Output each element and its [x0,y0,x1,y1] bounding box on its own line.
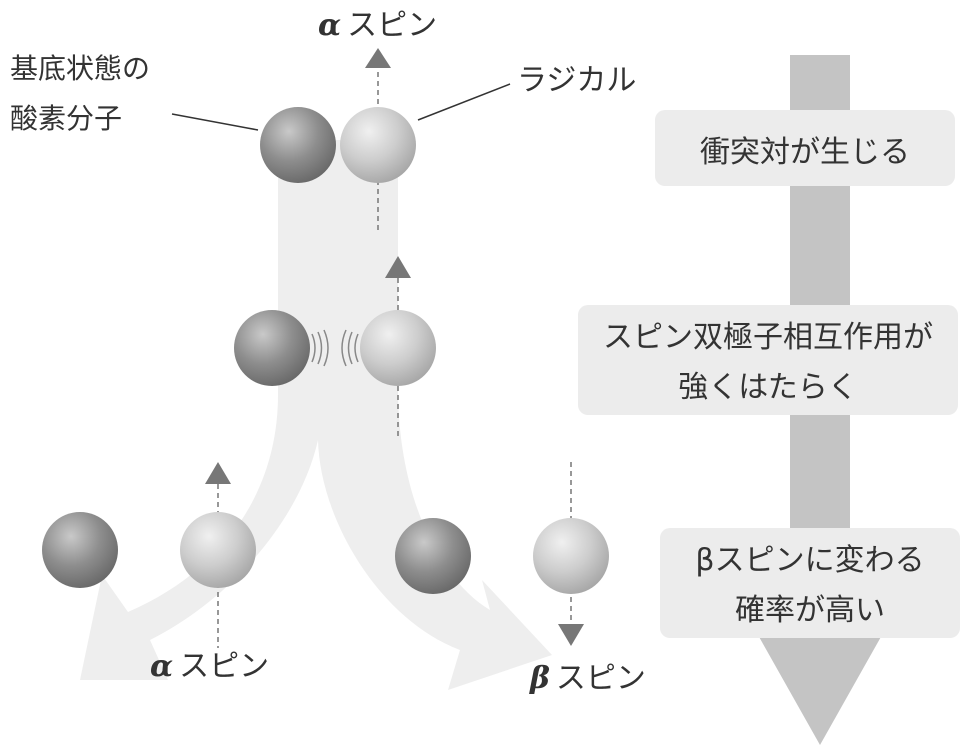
oxygen-molecule-sphere [395,518,471,594]
spin-up-arrow-icon [205,462,231,484]
ground-state-label-line-1: 基底状態の [10,52,150,85]
interaction-wave-icon [311,329,359,367]
radical-sphere [533,518,609,594]
radical-sphere [180,512,256,588]
radical-sphere [340,107,416,183]
stage-1 [260,48,416,230]
spin-up-arrow-icon [365,48,391,68]
radical-sphere [360,310,436,386]
step-2-line-2: 強くはたらく [678,370,857,405]
oxygen-molecule-sphere [260,107,336,183]
ground-state-leader-line [171,113,259,131]
step-3-line-1: βスピンに変わる [695,543,924,578]
radical-leader-line [417,83,511,121]
oxygen-molecule-sphere [234,310,310,386]
ground-state-label-line-2: 酸素分子 [10,102,122,135]
step-box-1: 衝突対が生じる [655,110,955,186]
stage-2 [234,256,436,440]
spin-up-arrow-icon [385,256,411,278]
flow-arrow [80,140,552,690]
step-2-line-1: スピン双極子相互作用が [603,320,933,355]
spin-down-arrow-icon [558,624,584,646]
oxygen-molecule-sphere [42,512,118,588]
radical-label: ラジカル [517,63,636,98]
step-box-3: βスピンに変わる 確率が高い [660,528,960,638]
step-3-line-2: 確率が高い [735,593,885,628]
step-1-line-1: 衝突対が生じる [700,135,910,170]
step-box-2: スピン双極子相互作用が 強くはたらく [578,305,958,415]
